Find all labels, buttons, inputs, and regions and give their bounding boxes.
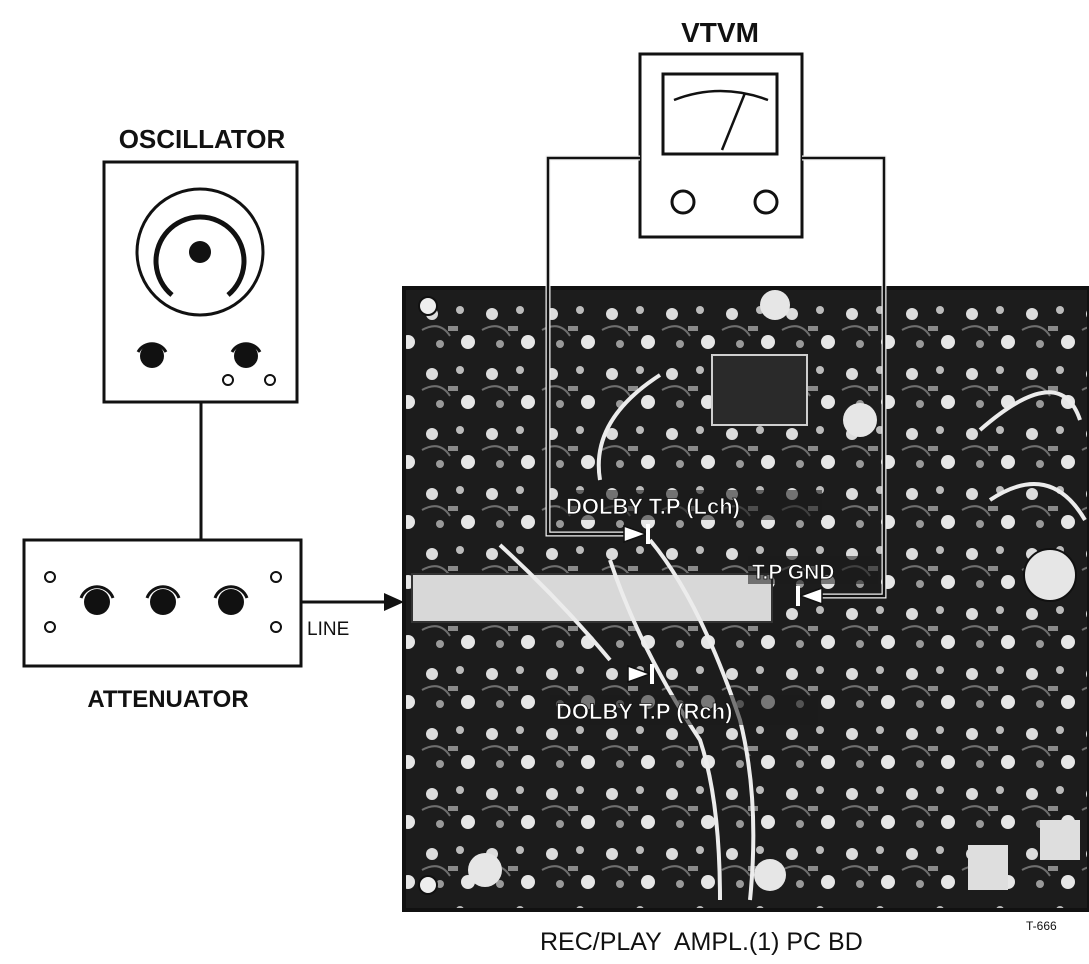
oscillator-jack-left xyxy=(140,344,164,368)
attenuator-knob xyxy=(150,589,176,615)
test-point-arrow xyxy=(627,664,653,684)
attenuator-screw xyxy=(270,621,282,633)
figure-code: T-666 xyxy=(1026,919,1057,933)
attenuator-screw xyxy=(270,571,282,583)
test-point-dolby-lch: DOLBY T.P (Lch) xyxy=(560,490,822,544)
vtvm-terminal-right xyxy=(753,189,779,215)
board-capacitor xyxy=(843,403,877,437)
vtvm-needle xyxy=(720,92,747,151)
test-point-label: DOLBY T.P (Rch) xyxy=(556,699,732,724)
test-point-arrow xyxy=(623,524,649,544)
test-point-gnd: T.P GND xyxy=(748,556,878,606)
oscillator-terminal xyxy=(222,374,234,386)
board-ic-chip xyxy=(711,354,808,426)
test-point-arrow xyxy=(797,586,823,606)
vtvm-meter-scale xyxy=(673,89,769,102)
line-connection: LINE xyxy=(301,593,404,640)
board-wire-loop xyxy=(978,390,1087,522)
attenuator-screw xyxy=(44,621,56,633)
board-wire-bundle xyxy=(498,373,756,901)
oscillator-terminal xyxy=(264,374,276,386)
attenuator-knob xyxy=(84,589,110,615)
test-point-label: T.P GND xyxy=(752,561,834,584)
oscillator-dial xyxy=(135,187,265,317)
oscillator-body xyxy=(102,160,299,404)
oscillator-dial-scale xyxy=(153,214,247,297)
vtvm-probe-lead-left xyxy=(546,156,640,536)
attenuator-screw xyxy=(44,571,56,583)
line-label: LINE xyxy=(307,619,349,640)
board-capacitor xyxy=(1023,548,1077,602)
attenuator-label: ATTENUATOR xyxy=(87,686,248,713)
board-mount-hole xyxy=(418,296,438,316)
oscillator: OSCILLATOR xyxy=(102,124,299,404)
board-capacitor xyxy=(760,290,790,320)
board-connector-strip xyxy=(411,573,773,623)
test-point-label: DOLBY T.P (Lch) xyxy=(566,494,740,519)
board-resistor-block xyxy=(1040,820,1080,860)
board-resistor-block xyxy=(968,845,1008,890)
attenuator-knob xyxy=(218,589,244,615)
oscillator-knob xyxy=(189,241,211,263)
pc-board xyxy=(402,286,1089,912)
board-capacitor xyxy=(468,853,502,887)
vtvm: VTVM xyxy=(638,17,804,239)
attenuator: ATTENUATOR xyxy=(22,538,303,713)
board-mount-hole xyxy=(418,875,438,895)
test-point-dolby-rch: DOLBY T.P (Rch) xyxy=(550,664,818,725)
oscillator-jack-right xyxy=(234,344,258,368)
oscillator-label: OSCILLATOR xyxy=(119,124,286,154)
vtvm-meter-window xyxy=(661,72,779,156)
vtvm-terminal-left xyxy=(670,189,696,215)
vtvm-probe-lead-right xyxy=(802,156,886,598)
vtvm-label: VTVM xyxy=(681,17,759,48)
pc-board-caption: REC/PLAY AMPL.(1) PC BD xyxy=(540,928,863,956)
line-arrow-head xyxy=(384,593,404,611)
board-capacitor xyxy=(754,859,786,891)
